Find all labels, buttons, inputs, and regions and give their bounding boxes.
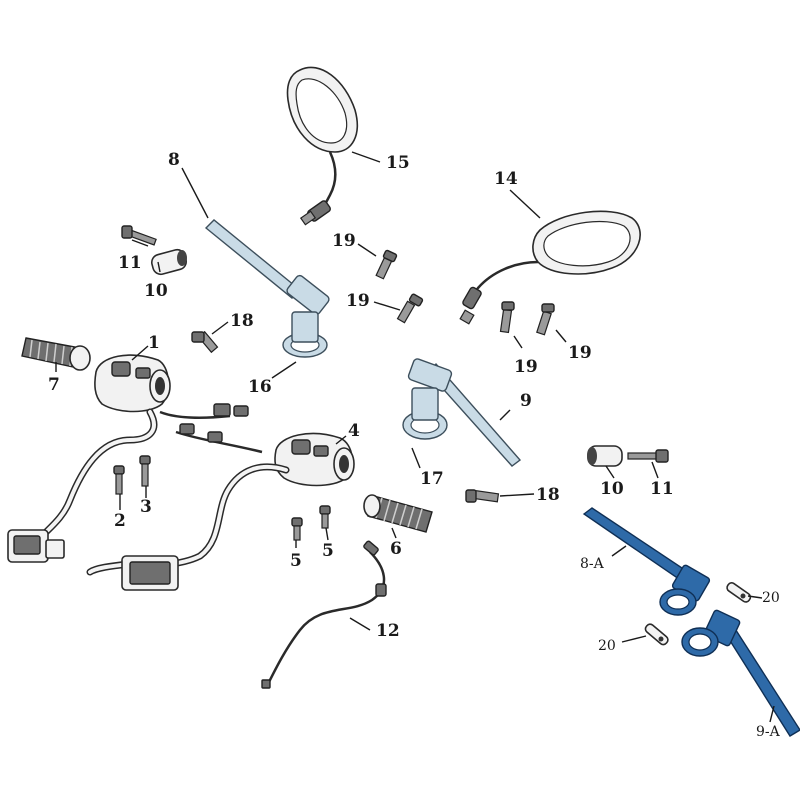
label-20-upper: 20 [762, 590, 780, 606]
bolt-11-left[interactable] [121, 225, 157, 246]
label-9a: 9-A [756, 724, 781, 740]
connector-left [7, 529, 65, 563]
mirror-15[interactable] [286, 66, 359, 226]
label-18-left: 18 [230, 311, 254, 331]
bar-end-10-right[interactable] [587, 445, 623, 467]
screw-5-left[interactable] [291, 517, 303, 541]
blue-handlebar-9a[interactable] [681, 609, 800, 737]
washer-20-lower[interactable] [644, 623, 670, 647]
leader-lines [55, 151, 775, 723]
clip-on-handlebar-8[interactable] [204, 219, 331, 358]
label-7: 7 [48, 375, 60, 395]
grip-7-left[interactable] [21, 337, 91, 371]
part-labels: 8 15 14 11 10 19 19 19 19 18 1 7 16 9 4 … [48, 150, 781, 740]
bolt-19-b[interactable] [396, 293, 424, 324]
bolt-19-d[interactable] [536, 303, 555, 336]
label-19-c: 19 [514, 357, 538, 377]
bolt-19-c[interactable] [499, 301, 515, 334]
bar-end-10-left[interactable] [150, 248, 188, 276]
bolt-18-left[interactable] [191, 330, 219, 354]
label-18-right: 18 [536, 485, 560, 505]
label-4: 4 [348, 421, 360, 441]
label-8a: 8-A [580, 556, 605, 572]
mirror-14[interactable] [459, 210, 641, 325]
label-5-left: 5 [290, 551, 302, 571]
connector-right [121, 555, 179, 591]
label-12: 12 [376, 621, 400, 641]
switch-housing-4-right[interactable] [274, 432, 355, 487]
label-17: 17 [420, 469, 444, 489]
label-11-left: 11 [118, 253, 142, 273]
label-19-b: 19 [346, 291, 370, 311]
blue-handlebar-8a[interactable] [582, 507, 711, 616]
label-9: 9 [520, 391, 532, 411]
label-10-left: 10 [144, 281, 168, 301]
grip-6-right[interactable] [363, 494, 433, 533]
label-1: 1 [148, 333, 160, 353]
label-14: 14 [494, 169, 518, 189]
label-16: 16 [248, 377, 272, 397]
washer-20-upper[interactable] [725, 581, 752, 603]
screw-3[interactable] [139, 455, 151, 487]
label-8: 8 [168, 150, 180, 170]
label-11-right: 11 [650, 479, 674, 499]
switch-housing-1-left[interactable] [94, 354, 171, 413]
bolt-11-right[interactable] [627, 449, 669, 463]
wiring-harness [40, 403, 290, 576]
label-5-right: 5 [322, 541, 334, 561]
label-6: 6 [390, 539, 402, 559]
label-10-right: 10 [600, 479, 624, 499]
clip-on-handlebar-9[interactable] [402, 358, 522, 467]
bolt-19-a[interactable] [375, 249, 398, 280]
bolt-18-right[interactable] [465, 489, 500, 503]
label-20-lower: 20 [598, 638, 616, 654]
label-2: 2 [114, 511, 126, 531]
throttle-cable-12[interactable] [261, 540, 387, 689]
label-3: 3 [140, 497, 152, 517]
screw-5-right[interactable] [319, 505, 331, 529]
label-15: 15 [386, 153, 410, 173]
screw-2[interactable] [113, 465, 125, 495]
label-19-d: 19 [568, 343, 592, 363]
label-19-a: 19 [332, 231, 356, 251]
